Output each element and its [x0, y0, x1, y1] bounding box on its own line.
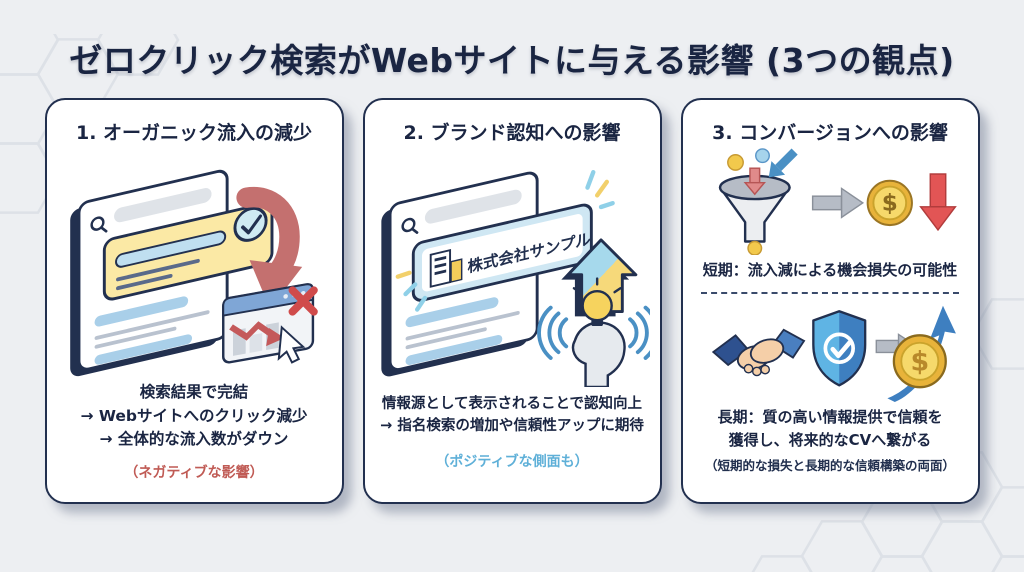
- short-term-illustration: $: [718, 148, 957, 255]
- head-lightbulb-icon: [571, 277, 626, 387]
- lightbulb-icon: [581, 289, 613, 322]
- card2-caption: （ポジティブな側面も）: [435, 454, 589, 471]
- check-icon: [241, 214, 262, 235]
- card1-caption: （ネガティブな影響）: [124, 464, 264, 481]
- card1-body-text: 検索結果で完結 → Webサイトへのクリック減少 → 全体的な流入数がダウン: [80, 383, 308, 449]
- dashed-divider: [700, 292, 960, 294]
- search-page-icon: 株式会社サンプル: [381, 171, 593, 377]
- sound-waves-icon: [537, 305, 650, 360]
- page-title: ゼロクリック検索がWebサイトに与える影響 (3つの観点): [69, 41, 955, 80]
- card3-heading: 3. コンバージョンへの影響: [712, 122, 948, 144]
- inflow-blue-arrow-icon: [768, 148, 798, 178]
- growth-arrow-icon: [887, 305, 956, 402]
- gray-arrow-icon: [811, 187, 865, 219]
- svg-text:$: $: [910, 347, 929, 378]
- card-organic-traffic: 1. オーガニック流入の減少: [44, 98, 344, 504]
- handshake-icon: [711, 328, 806, 377]
- brand-visibility-illustration: 株式会社サンプル: [381, 169, 650, 387]
- building-icon: [429, 249, 463, 288]
- mini-red-arrow-icon: [743, 167, 766, 196]
- magnifier-icon: [90, 216, 105, 231]
- card2-heading: 2. ブランド認知への影響: [403, 122, 621, 144]
- traffic-down-arrow-icon: [236, 186, 303, 309]
- magnifier-icon: [401, 217, 416, 233]
- search-page-icon: [70, 169, 274, 377]
- search-results-decline-illustration: [70, 169, 318, 377]
- featured-snippet-panel: [102, 202, 274, 301]
- card3-caption: （短期的な損失と長期的な信頼構築の両面）: [704, 458, 955, 473]
- card3-short-term-text: 短期：流入減による機会損失の可能性: [702, 261, 958, 279]
- coin-growth-icon: $: [887, 305, 956, 402]
- cursor-icon: [277, 325, 306, 364]
- sparkle-icon: [395, 169, 615, 312]
- card-conversion: 3. コンバージョンへの影響: [680, 98, 980, 504]
- cards-row: 1. オーガニック流入の減少: [0, 98, 1024, 504]
- svg-text:$: $: [882, 191, 898, 217]
- red-down-arrow-icon: [919, 173, 957, 232]
- long-term-illustration: $: [711, 305, 956, 402]
- x-icon: [288, 286, 318, 316]
- card3-long-term-text: 長期：質の高い情報提供で信頼を 獲得し、将来的なCVへ繋がる: [717, 408, 943, 449]
- brand-panel: 株式会社サンプル: [411, 203, 593, 302]
- funnel-icon: [718, 148, 798, 255]
- card1-heading: 1. オーガニック流入の減少: [75, 122, 313, 144]
- shield-check-icon: [812, 310, 867, 387]
- card-brand-awareness: 2. ブランド認知への影響: [362, 98, 662, 504]
- up-arrow-icon: [561, 238, 638, 317]
- card2-body-text: 情報源として表示されることで認知向上 → 指名検索の増加や信頼性アップに期待: [380, 396, 644, 435]
- coin-icon: $: [866, 179, 913, 227]
